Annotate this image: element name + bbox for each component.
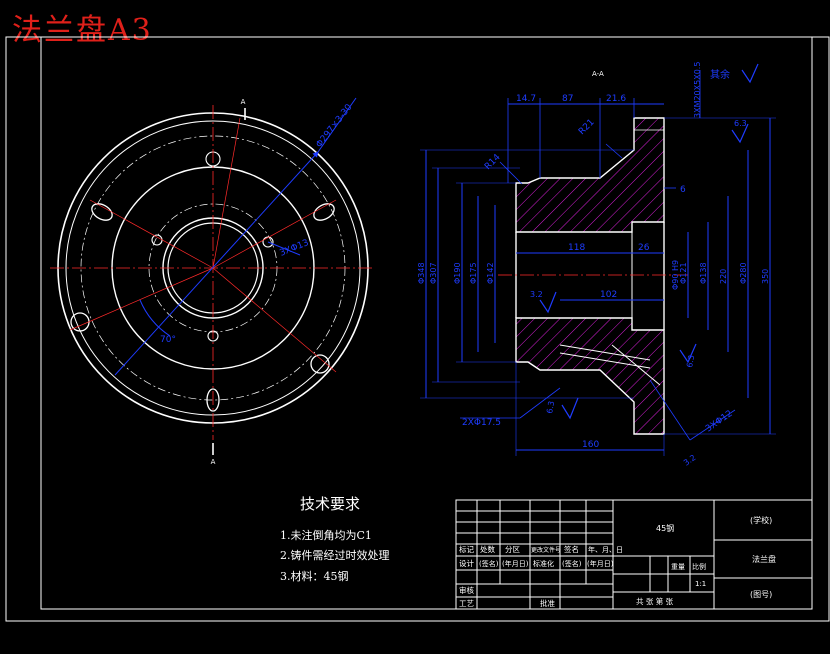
tb-design-0: 设计 — [459, 558, 474, 568]
dim-inner-len: 102 — [600, 290, 617, 300]
tb-row-label-2: 分区 — [505, 545, 520, 554]
dim-right-1: Φ138 — [699, 262, 708, 284]
tb-review: 审核 — [459, 585, 474, 595]
section-mark-bottom: A — [211, 458, 216, 466]
dim-left-4: Φ142 — [486, 262, 495, 284]
dim-left-0: Φ348 — [417, 262, 426, 284]
dim-bottom-left: 2XΦ17.5 — [462, 418, 501, 428]
dim-left-3: Φ175 — [469, 262, 478, 284]
radius-left: R14 — [483, 152, 503, 172]
dim-right-4: 350 — [761, 269, 770, 284]
roughness-r1: 6.3 — [734, 119, 747, 128]
outer-frame — [5, 36, 830, 622]
dim-bolt-circle-line — [114, 151, 319, 376]
tb-school: (学校) — [750, 515, 772, 525]
center-line-radial — [212, 199, 337, 269]
dim-small-holes: 3XΦ13 — [278, 238, 310, 259]
center-line-radial — [89, 199, 214, 269]
tb-row-label-3: 更改文件号 — [531, 546, 561, 554]
bolt-hole — [310, 354, 330, 374]
front-view — [50, 97, 372, 455]
roughness-r3: 6.3 — [545, 400, 556, 414]
tb-sheets: 共 张 第 张 — [636, 596, 674, 606]
radius-top: R21 — [577, 118, 597, 138]
tb-scale-value: 1:1 — [695, 580, 706, 588]
tb-row-label-0: 标记 — [459, 544, 474, 554]
tb-design-5: (年月日) — [587, 559, 614, 568]
tb-design-2: (年月日) — [502, 559, 529, 568]
tb-weight: 重量 — [671, 563, 685, 571]
dim-bolt-circle: Φ297×3-30 — [314, 102, 354, 150]
dim-bottom-right: 3XΦ12 — [704, 409, 735, 435]
dim-right-3: Φ280 — [739, 262, 748, 284]
title-block — [455, 499, 813, 610]
section-mark-top: A — [241, 98, 246, 106]
dim-right-0: Φ121 — [679, 262, 688, 284]
dim-chamfer: 6 — [680, 185, 686, 195]
section-view — [420, 63, 776, 456]
tech-requirement-item: 3.材料：45钢 — [280, 570, 349, 583]
tb-design-4: (签名) — [562, 559, 582, 568]
dim-angle: 70° — [160, 335, 176, 345]
roughness-r5: 3.2 — [682, 453, 698, 468]
roughness-r2: 3.2 — [530, 290, 543, 299]
tech-requirement-item: 1.未注倒角均为C1 — [280, 529, 372, 542]
tb-design-3: 标准化 — [533, 559, 554, 568]
dim-angle-arc — [139, 299, 171, 337]
section-title: A-A — [592, 70, 604, 78]
roughness-r4: 6.3 — [685, 354, 696, 368]
dim-top-d3: 21.6 — [606, 94, 626, 104]
roughness-note: 其余 — [710, 68, 730, 81]
dim-thread: 3XM20X5X0.5 — [693, 62, 702, 118]
tb-process: 工艺 — [459, 599, 474, 608]
slot-hole — [206, 388, 220, 412]
small-hole — [151, 234, 163, 246]
slot-hole — [313, 203, 335, 221]
dim-top-d2: 87 — [562, 94, 573, 104]
tb-part-name: 法兰盘 — [752, 554, 776, 564]
small-hole — [262, 236, 274, 248]
center-line-radial — [212, 117, 241, 269]
tb-design-1: (签名) — [479, 559, 499, 568]
center-line-radial — [69, 267, 214, 331]
dim-bolt-circle-leader — [317, 97, 357, 153]
dim-bore-thread: Φ90 H9 — [671, 260, 680, 290]
tb-row-label-1: 处数 — [480, 544, 495, 554]
dim-top-d1: 14.7 — [516, 94, 536, 104]
section-hatch-lower — [515, 317, 665, 435]
tech-requirement-item: 2.铸件需经过时效处理 — [280, 549, 390, 562]
tb-scale: 比例 — [692, 562, 706, 571]
dim-bore-len: 118 — [568, 243, 585, 253]
tb-approve: 批准 — [540, 598, 555, 608]
center-line-radial — [212, 267, 337, 373]
slot-hole — [91, 203, 113, 221]
dim-step-len: 26 — [638, 243, 650, 253]
dim-total-len: 160 — [582, 440, 599, 450]
tb-material: 45钢 — [656, 523, 674, 533]
tb-row-label-4: 签名 — [564, 544, 579, 554]
dim-left-1: Φ307 — [429, 262, 438, 284]
banner-title: 法兰盘A3 — [12, 13, 153, 48]
inner-frame — [40, 36, 813, 610]
dim-small-holes-leader — [267, 241, 301, 256]
tech-requirements-title: 技术要求 — [300, 495, 361, 513]
tb-drawing-no: (图号) — [750, 590, 772, 599]
tb-row-label-5: 年、月、日 — [588, 545, 623, 554]
dim-right-2: 220 — [719, 269, 728, 284]
dim-left-2: Φ190 — [453, 262, 462, 284]
section-hatch-upper — [515, 117, 665, 233]
